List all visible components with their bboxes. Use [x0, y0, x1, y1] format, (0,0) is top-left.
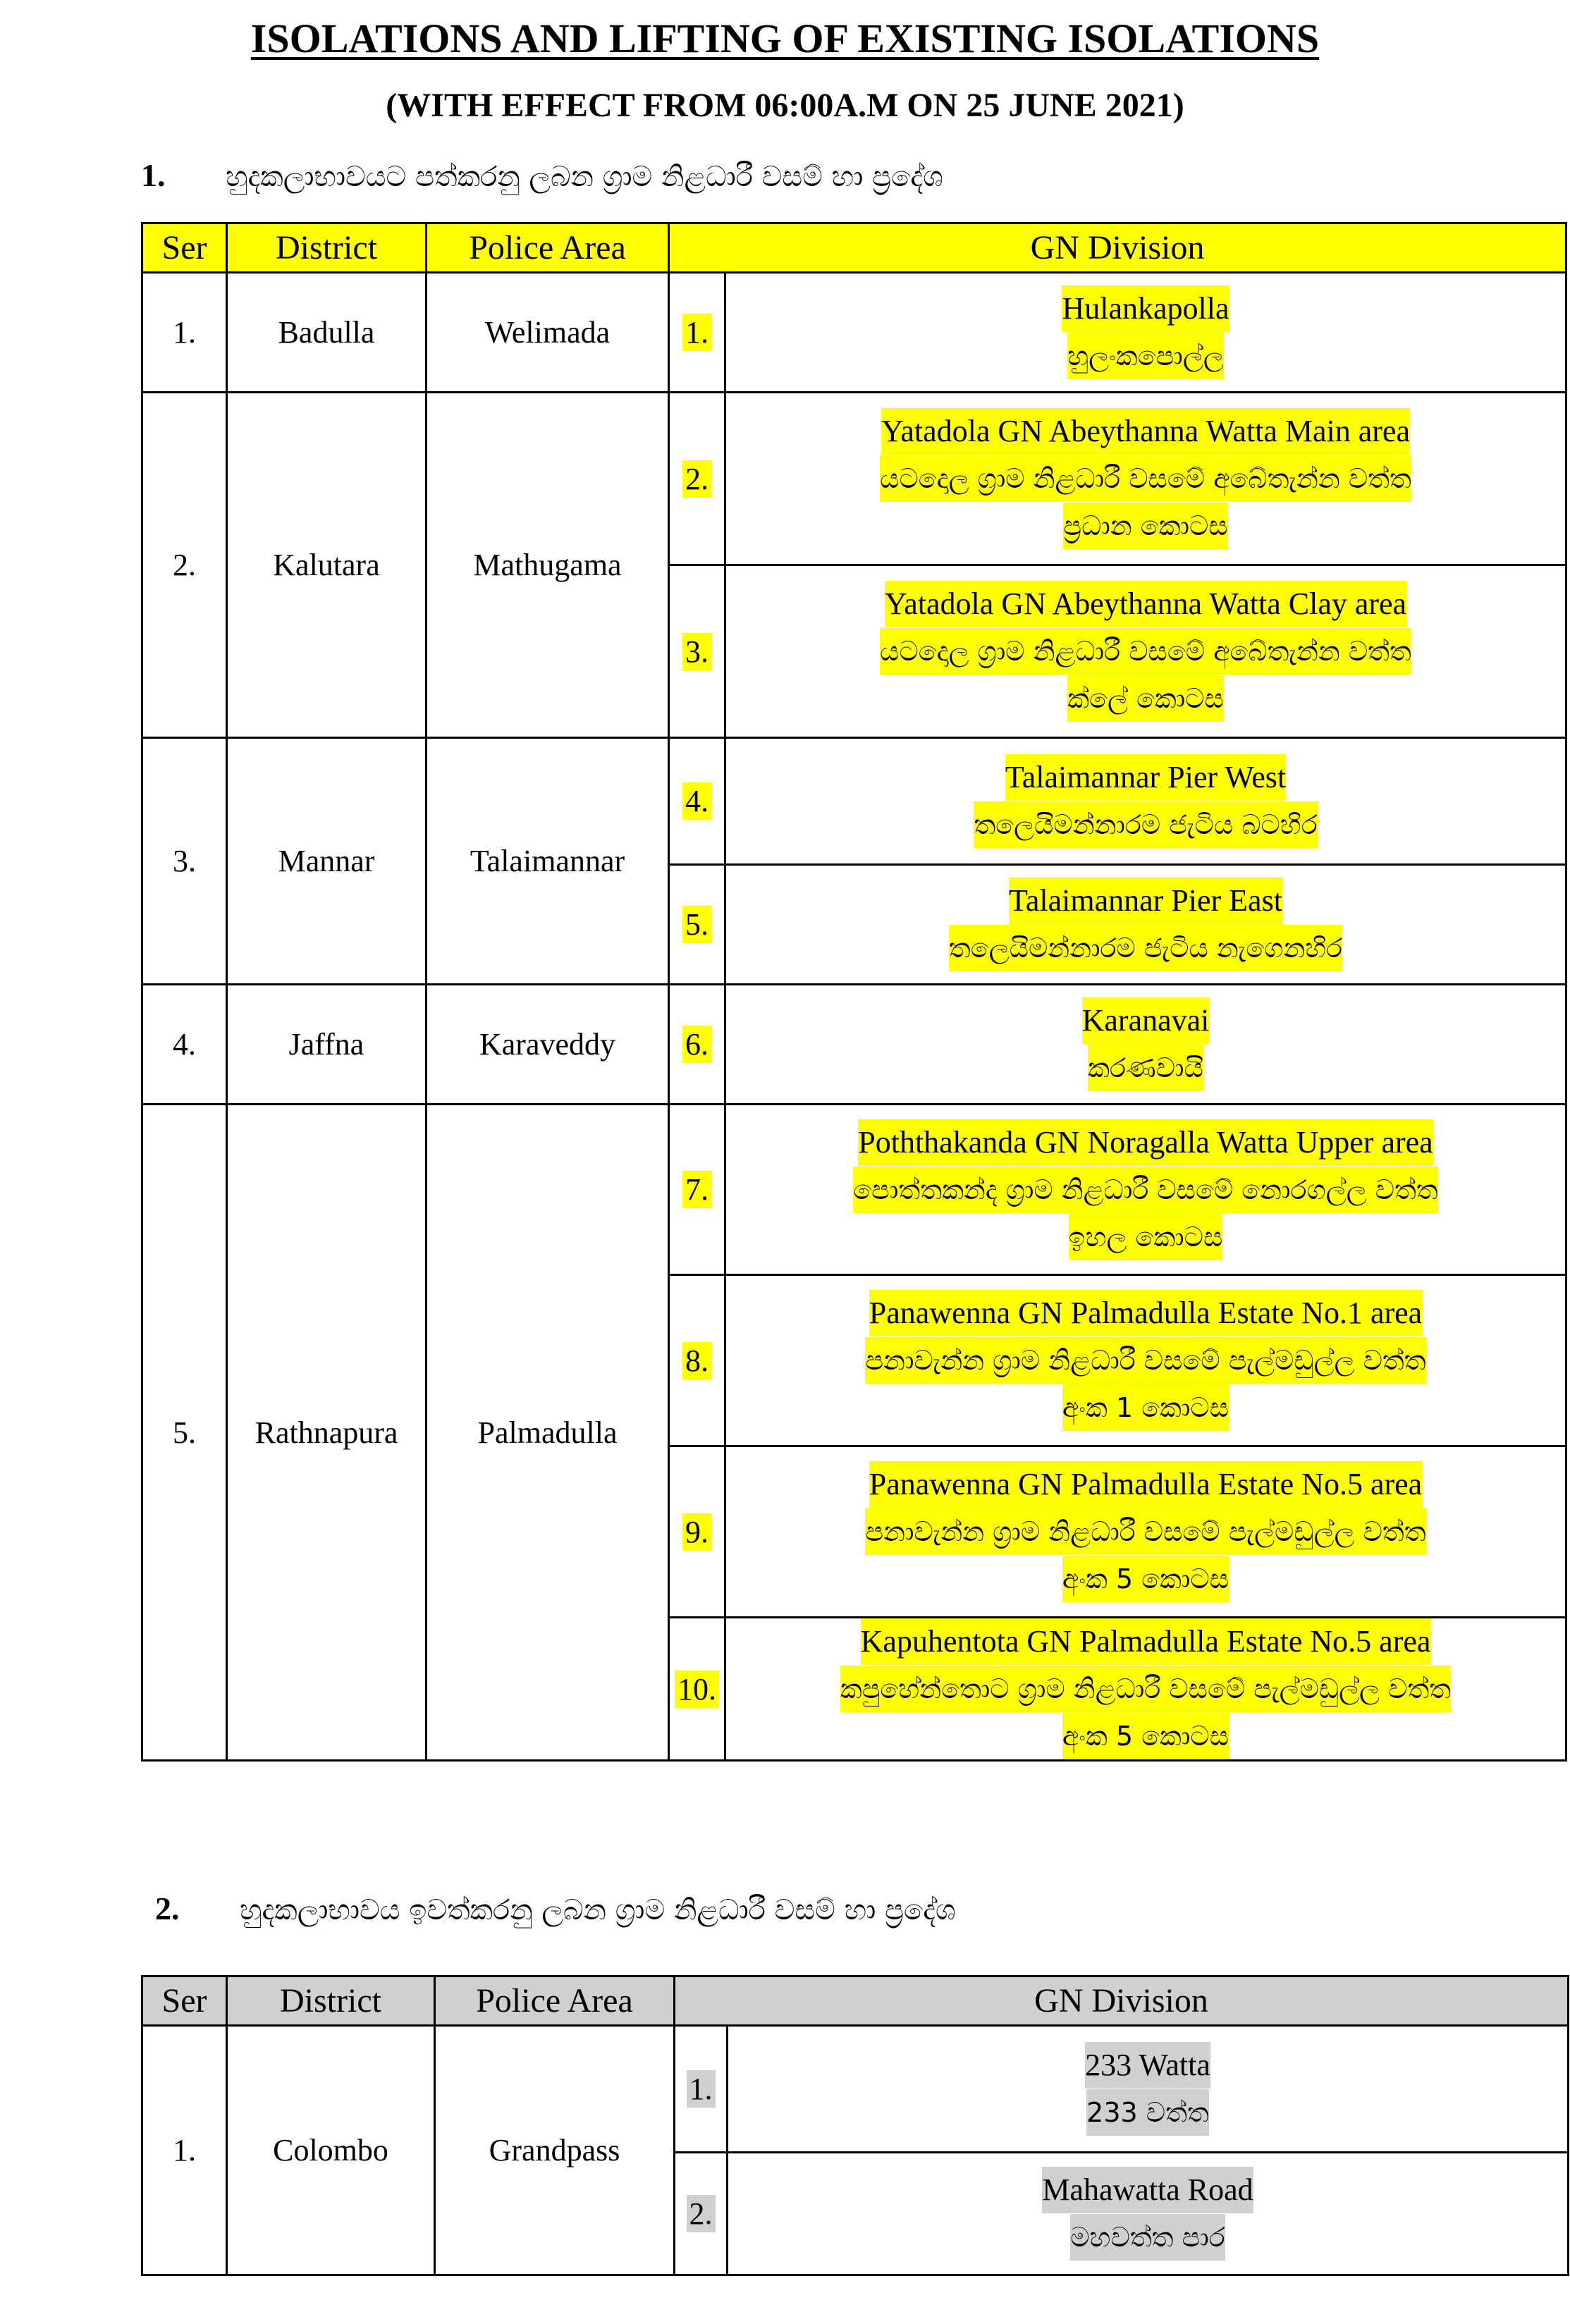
table-row: 9. Panawenna GN Palmadulla Estate No.5 a… [142, 1445, 1567, 1618]
cell-district: Rathnapura [226, 1103, 427, 1762]
header-ser: Ser [141, 1975, 228, 2027]
lifted-isolation-table: Ser District Police Area GN Division 1. … [141, 1975, 1569, 2276]
table-row: 10. Kapuhentota GN Palmadulla Estate No.… [142, 1616, 1567, 1762]
cell-gn-index: 7. [668, 1103, 726, 1276]
cell-gn-index: 3. [668, 564, 726, 739]
cell-gn-index: 8. [668, 1274, 726, 1447]
cell-gn-index: 5. [668, 863, 726, 985]
section2-heading-text: හුදකලාභාවය ඉවත්කරනු ලබන ග්‍රාම නිළධාරී ව… [240, 1894, 956, 1926]
cell-ser: 4. [141, 983, 228, 1105]
table-row: 2. Kalutara Mathugama 2. Yatadola GN Abe… [141, 391, 1567, 739]
cell-police-area: Talaimannar [425, 737, 670, 985]
cell-gn-division: Panawenna GN Palmadulla Estate No.5 area… [724, 1445, 1567, 1618]
table-header-row: Ser District Police Area GN Division [141, 1975, 1569, 2027]
cell-police-area: Grandpass [434, 2024, 675, 2276]
cell-ser: 1. [141, 2024, 228, 2276]
cell-district: Kalutara [226, 391, 427, 739]
header-police-area: Police Area [434, 1975, 675, 2027]
section1-heading: 1. හුදකලාභාවයට පත්කරනු ලබන ග්‍රාම නිළධාරී… [141, 158, 943, 195]
cell-gn-index: 4. [668, 737, 726, 866]
header-gn-division: GN Division [668, 222, 1567, 273]
section2-heading: 2. හුදකලාභාවය ඉවත්කරනු ලබන ග්‍රාම නිළධාරී… [155, 1891, 956, 1928]
section2-number: 2. [155, 1890, 180, 1926]
table-row: 5. Rathnapura Palmadulla 7. Poththakanda… [141, 1103, 1567, 1762]
header-district: District [226, 1975, 436, 2027]
cell-gn-index: 2. [673, 2151, 728, 2276]
cell-gn-index: 9. [668, 1445, 726, 1618]
cell-gn-index: 1. [673, 2024, 728, 2153]
table-header-row: Ser District Police Area GN Division [141, 222, 1567, 273]
cell-gn-index: 2. [668, 391, 726, 566]
header-gn-division: GN Division [673, 1975, 1569, 2027]
table-row: 3. Yatadola GN Abeythanna Watta Clay are… [142, 564, 1567, 739]
cell-gn-index: 1. [668, 271, 726, 393]
isolation-table: Ser District Police Area GN Division 1. … [141, 222, 1567, 1762]
cell-police-area: Mathugama [425, 391, 670, 739]
cell-police-area: Palmadulla [425, 1103, 670, 1762]
page-title: ISOLATIONS AND LIFTING OF EXISTING ISOLA… [250, 16, 1320, 61]
table-row: 8. Panawenna GN Palmadulla Estate No.1 a… [142, 1274, 1567, 1447]
cell-ser: 3. [141, 737, 228, 985]
table-row: 3. Mannar Talaimannar 4. Talaimannar Pie… [141, 737, 1567, 985]
header-police-area: Police Area [425, 222, 670, 273]
cell-ser: 2. [141, 391, 228, 739]
cell-district: Mannar [226, 737, 427, 985]
cell-gn-index: 10. [668, 1616, 726, 1762]
cell-ser: 1. [141, 271, 228, 393]
section1-heading-text: හුදකලාභාවයට පත්කරනු ලබන ග්‍රාම නිළධාරී ව… [226, 161, 943, 193]
header-ser: Ser [141, 222, 228, 273]
cell-district: Jaffna [226, 983, 427, 1105]
cell-gn-division: Panawenna GN Palmadulla Estate No.1 area… [724, 1274, 1567, 1447]
page-subtitle: (WITH EFFECT FROM 06:00A.M ON 25 JUNE 20… [386, 87, 1184, 124]
cell-gn-division: Poththakanda GN Noragalla Watta Upper ar… [724, 1103, 1567, 1276]
header-district: District [226, 222, 427, 273]
cell-district: Colombo [226, 2024, 436, 2276]
cell-police-area: Welimada [425, 271, 670, 393]
section1-number: 1. [141, 157, 166, 193]
cell-district: Badulla [226, 271, 427, 393]
cell-ser: 5. [141, 1103, 228, 1762]
cell-gn-division: Kapuhentota GN Palmadulla Estate No.5 ar… [724, 1616, 1567, 1762]
cell-gn-index: 6. [668, 983, 726, 1105]
cell-police-area: Karaveddy [425, 983, 670, 1105]
